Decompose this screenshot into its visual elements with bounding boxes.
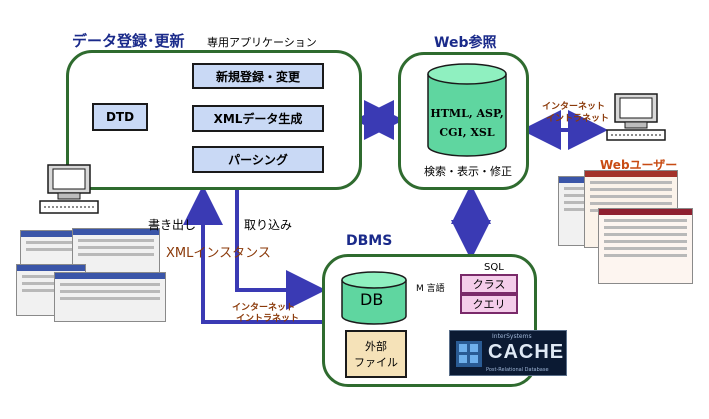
web-user-label: Webユーザー <box>600 158 678 172</box>
network-left-intranet: イントラネット <box>236 314 300 324</box>
import-label: 取り込み <box>244 218 293 232</box>
m-language-label: M 言語 <box>416 284 445 294</box>
db-cylinder-icon <box>341 271 407 325</box>
external-file-line-1: 外部 <box>365 340 387 353</box>
data-entry-title: データ登録･更新 <box>72 32 185 50</box>
dbms-title: DBMS <box>346 233 393 249</box>
cache-logo-main: CACHE <box>488 341 565 363</box>
network-left-internet: インターネット <box>232 303 296 313</box>
external-file-line-2: ファイル <box>354 356 398 369</box>
web-tech-line-1: HTML, ASP, <box>430 107 504 120</box>
web-screenshots <box>558 170 693 285</box>
query-box: クエリ <box>460 294 518 314</box>
dtd-box: DTD <box>92 103 148 131</box>
cache-logo: InterSystems CACHE Post-Relational Datab… <box>449 330 567 376</box>
computer-icon-left <box>39 164 99 214</box>
step-xml-generate: XMLデータ生成 <box>192 105 324 132</box>
data-entry-subtitle: 専用アプリケーション <box>207 36 317 49</box>
app-screenshots <box>16 228 166 323</box>
class-box: クラス <box>460 274 518 294</box>
xml-instance-label: XMLインスタンス <box>166 246 271 261</box>
step-parsing: パーシング <box>192 146 324 173</box>
export-label: 書き出し <box>148 218 197 232</box>
cache-logo-bottom: Post-Relational Database <box>486 367 549 373</box>
web-tech-line-2: CGI, XSL <box>439 126 495 139</box>
db-label: DB <box>360 290 384 309</box>
web-ref-caption: 検索・表示・修正 <box>424 165 512 178</box>
database-cylinder-icon <box>427 63 507 157</box>
cache-logo-mark <box>456 341 482 367</box>
external-file-box: 外部 ファイル <box>345 330 407 378</box>
web-ref-title: Web参照 <box>434 35 497 51</box>
step-new-edit: 新規登録・変更 <box>192 63 324 89</box>
sql-label: SQL <box>484 262 504 273</box>
import-arrow <box>235 190 326 310</box>
network-right-intranet: イントラネット <box>546 114 610 124</box>
network-left-loop <box>201 258 338 324</box>
network-right-internet: インターネット <box>542 102 606 112</box>
computer-icon-right <box>606 93 666 141</box>
cache-logo-top: InterSystems <box>492 333 532 340</box>
